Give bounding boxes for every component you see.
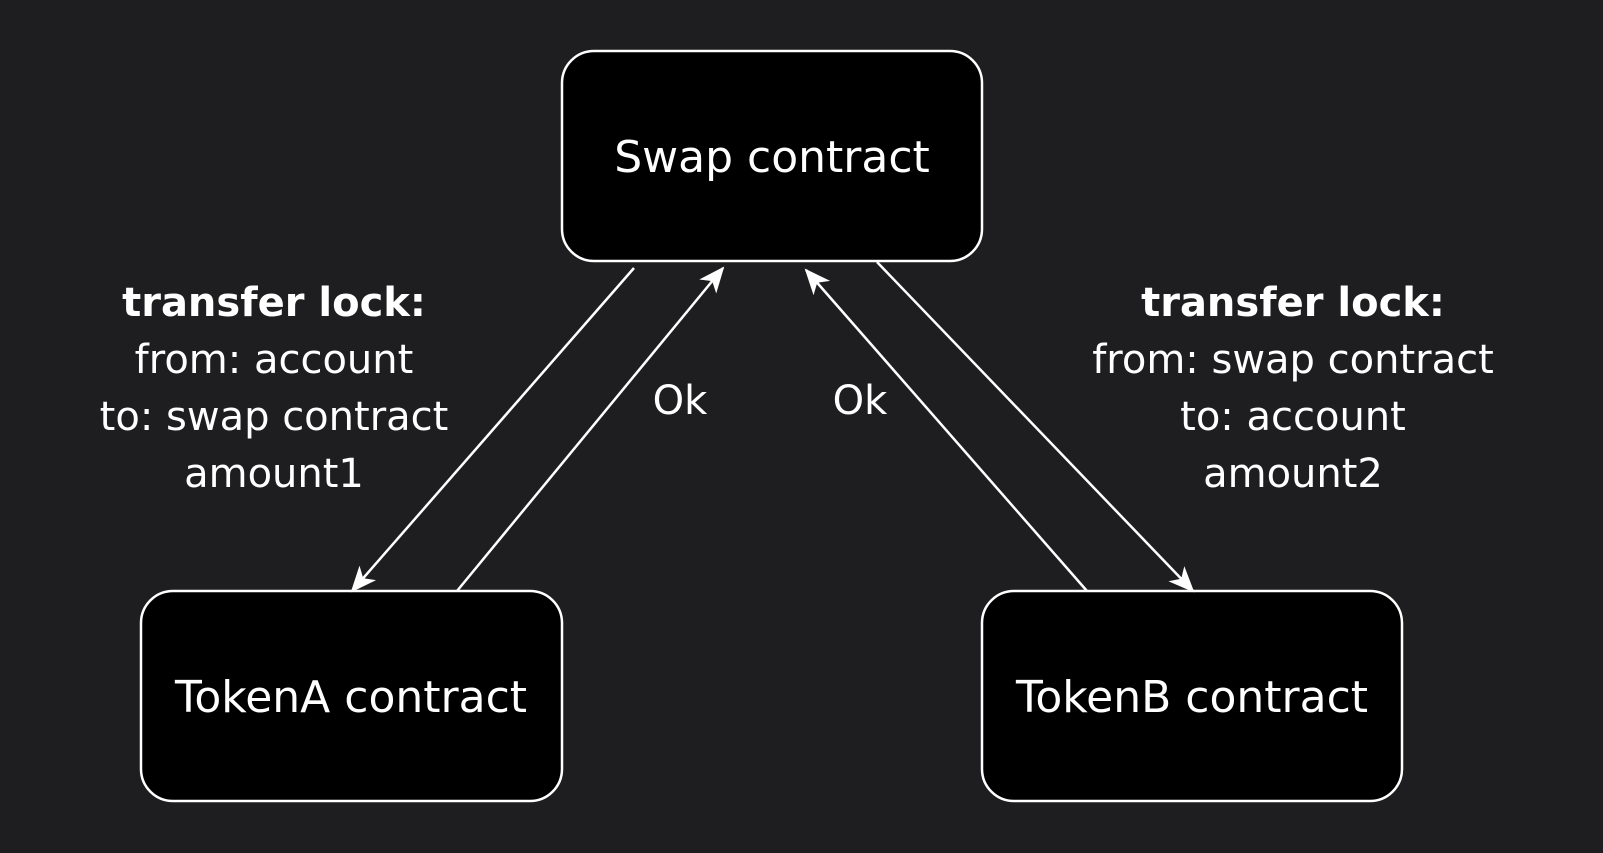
swap-contract-node[interactable]: Swap contract	[560, 49, 984, 263]
arrow-token-a-to-swap	[456, 266, 725, 592]
token-a-contract-label: TokenA contract	[174, 672, 527, 723]
ok-label-token-a: Ok	[653, 378, 708, 424]
transfer-b-amount: amount2	[1203, 451, 1383, 497]
transfer-a-heading: transfer lock:	[122, 280, 426, 326]
arrow-swap-to-token-a	[350, 267, 635, 593]
token-b-contract-label: TokenB contract	[1015, 672, 1368, 723]
transfer-b-heading: transfer lock:	[1141, 280, 1445, 326]
edge-label-transfer-a: transfer lock: from: account to: swap co…	[100, 280, 449, 497]
transfer-a-amount: amount1	[184, 451, 364, 497]
transfer-a-to: to: swap contract	[100, 394, 449, 440]
arrow-token-b-to-swap	[804, 268, 1088, 592]
swap-contract-box	[560, 49, 984, 263]
edge-label-transfer-b: transfer lock: from: swap contract to: a…	[1092, 280, 1494, 497]
swap-contract-label: Swap contract	[614, 132, 930, 183]
transfer-b-from: from: swap contract	[1092, 337, 1494, 383]
transfer-b-to: to: account	[1180, 394, 1406, 440]
arrow-swap-to-token-b	[876, 261, 1195, 593]
transfer-a-from: from: account	[135, 337, 414, 383]
token-a-contract-node[interactable]: TokenA contract	[139, 589, 564, 803]
token-b-contract-node[interactable]: TokenB contract	[980, 589, 1404, 803]
ok-label-token-b: Ok	[833, 378, 888, 424]
